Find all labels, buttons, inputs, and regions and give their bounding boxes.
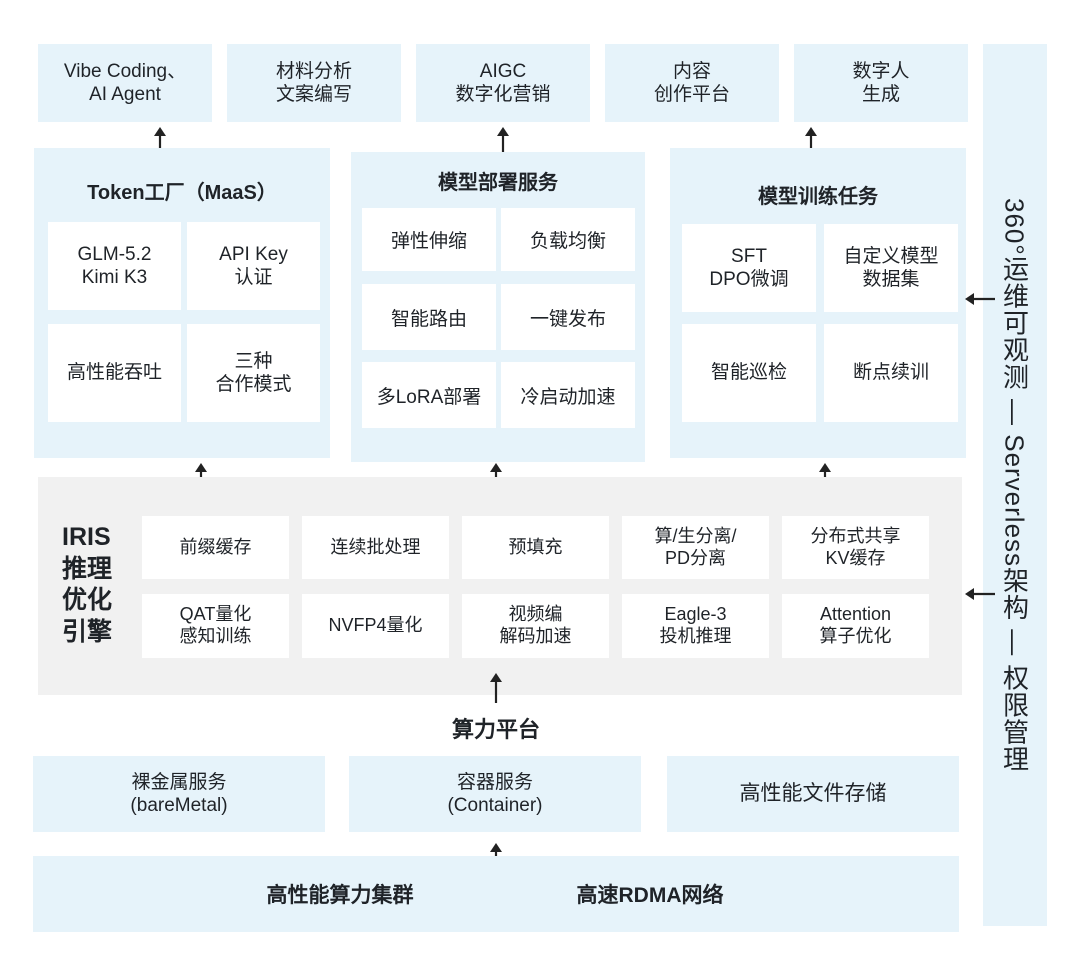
- top-box-aigc: AIGC 数字化营销: [416, 44, 590, 122]
- side-bar-text-wrap: 360°运维可观测 — Serverless架构 — 权限管理: [983, 44, 1047, 926]
- deploy-title: 模型部署服务: [438, 171, 558, 194]
- iris-title: IRIS 推理 优化 引擎: [62, 523, 113, 646]
- iris-cell: NVFP4量化: [302, 594, 449, 658]
- arrow-left-icon: [965, 588, 995, 600]
- train-cell: 智能巡检: [682, 324, 816, 422]
- deploy-cell: 智能路由: [362, 284, 496, 350]
- side-bar: [983, 44, 1047, 926]
- iris-panel: [38, 477, 962, 695]
- cluster-network-label: 高速RDMA网络: [576, 884, 724, 907]
- service-container: 容器服务 (Container): [349, 756, 641, 832]
- top-box-material-analysis: 材料分析 文案编写: [227, 44, 401, 122]
- train-title: 模型训练任务: [758, 185, 878, 208]
- top-box-label: AIGC 数字化营销: [455, 60, 551, 105]
- top-box-label: 内容 创作平台: [653, 60, 730, 105]
- iris-cell: QAT量化 感知训练: [142, 594, 289, 658]
- maas-cell: 高性能吞吐: [48, 324, 181, 422]
- top-box-content-platform: 内容 创作平台: [605, 44, 779, 122]
- top-box-label: 数字人 生成: [852, 60, 910, 105]
- iris-cell: 算/生分离/ PD分离: [622, 516, 769, 579]
- iris-cell: Attention 算子优化: [782, 594, 929, 658]
- iris-cell: 预填充: [462, 516, 609, 579]
- service-file-storage: 高性能文件存储: [667, 756, 959, 832]
- maas-title: Token工厂（MaaS）: [87, 181, 277, 204]
- iris-cell: Eagle-3 投机推理: [622, 594, 769, 658]
- cluster-panel: [33, 856, 959, 932]
- iris-cell: 连续批处理: [302, 516, 449, 579]
- cluster-compute-label: 高性能算力集群: [266, 884, 414, 907]
- top-box-label: Vibe Coding、 AI Agent: [63, 60, 187, 105]
- arrow-up-icon: [490, 673, 502, 703]
- deploy-cell: 负载均衡: [501, 208, 635, 271]
- maas-cell: 三种 合作模式: [187, 324, 320, 422]
- iris-cell: 前缀缓存: [142, 516, 289, 579]
- train-cell: SFT DPO微调: [682, 224, 816, 312]
- deploy-cell: 冷启动加速: [501, 362, 635, 428]
- service-baremetal: 裸金属服务 (bareMetal): [33, 756, 325, 832]
- top-box-label: 材料分析 文案编写: [275, 60, 352, 105]
- iris-cell: 视频编 解码加速: [462, 594, 609, 658]
- maas-cell: GLM-5.2 Kimi K3: [48, 222, 181, 310]
- top-box-vibe-coding: Vibe Coding、 AI Agent: [38, 44, 212, 122]
- maas-cell: API Key 认证: [187, 222, 320, 310]
- side-bar-label: 360°运维可观测 — Serverless架构 — 权限管理: [999, 197, 1030, 773]
- compute-title: 算力平台: [451, 717, 540, 742]
- top-box-digital-human: 数字人 生成: [794, 44, 968, 122]
- iris-cell: 分布式共享 KV缓存: [782, 516, 929, 579]
- deploy-cell: 多LoRA部署: [362, 362, 496, 428]
- train-cell: 断点续训: [824, 324, 958, 422]
- train-cell: 自定义模型 数据集: [824, 224, 958, 312]
- deploy-cell: 一键发布: [501, 284, 635, 350]
- deploy-cell: 弹性伸缩: [362, 208, 496, 271]
- arrow-left-icon: [965, 293, 995, 305]
